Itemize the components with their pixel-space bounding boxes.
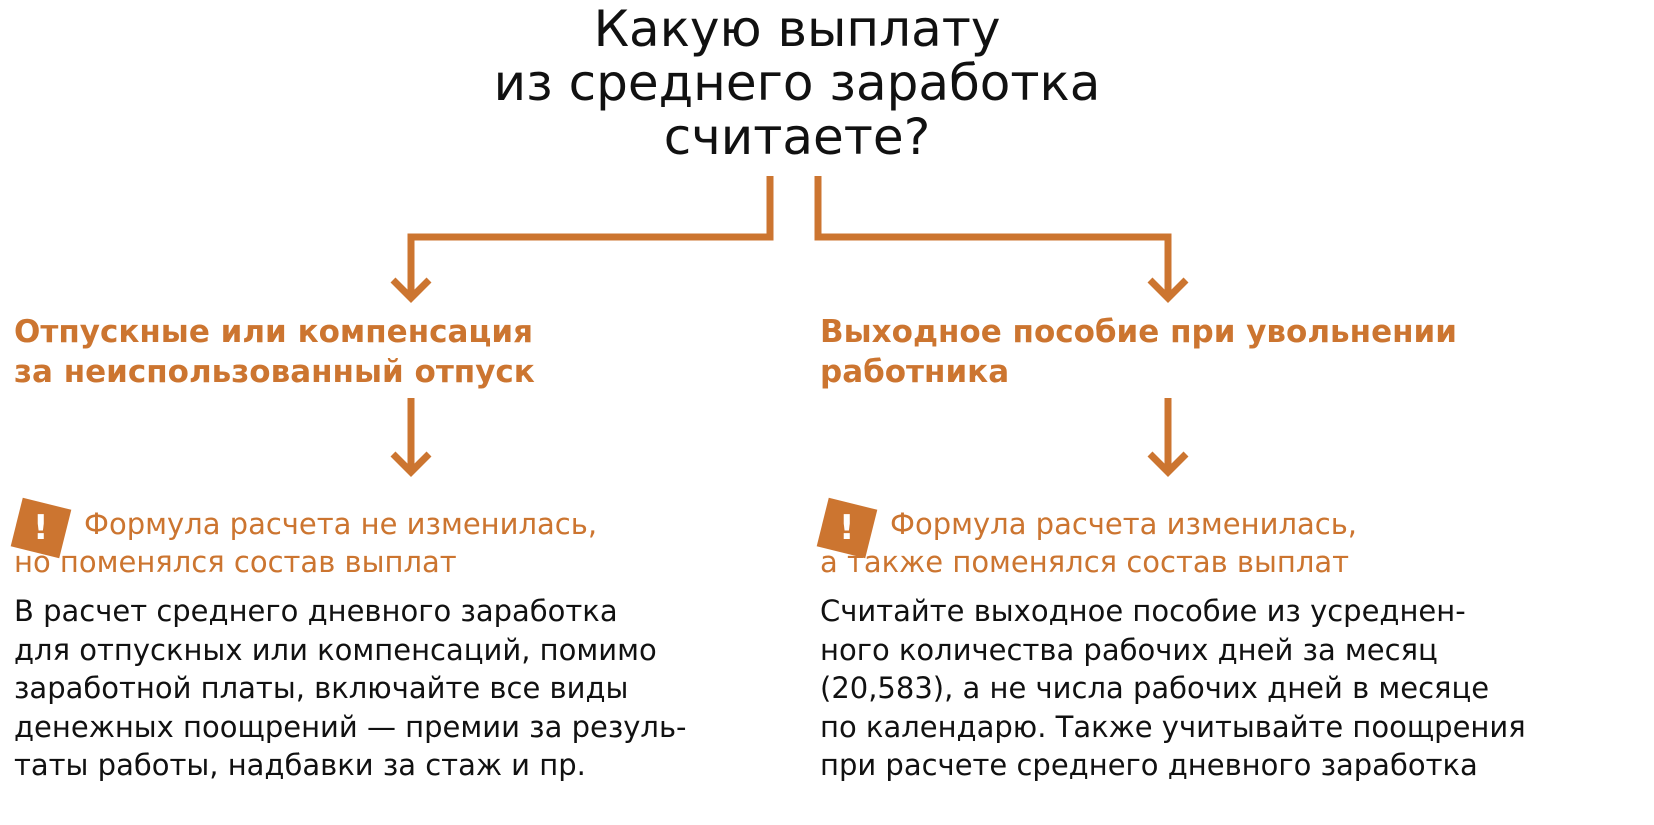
diagram-title: Какую выплату из среднего заработка счит… [0, 2, 1594, 164]
title-line: Какую выплату [593, 0, 1001, 58]
warning-line: но поменялся состав выплат [14, 545, 457, 579]
left-arrow-2-icon [390, 398, 432, 477]
left-branch-line [407, 176, 774, 298]
body-line: Считайте выходное пособие из усреднен- [820, 594, 1466, 628]
right-branch-line [814, 176, 1172, 298]
title-line: из среднего заработка [493, 54, 1101, 112]
heading-line: за неиспользованный отпуск [14, 354, 535, 390]
right-heading: Выходное пособие при увольнении работник… [820, 312, 1457, 392]
left-body: В расчет среднего дневного заработка для… [14, 592, 687, 785]
warning-line: Формула расчета изменилась, [890, 507, 1358, 541]
left-heading: Отпускные или компенсация за неиспользов… [14, 312, 535, 392]
title-line: считаете? [663, 108, 931, 166]
body-line: В расчет среднего дневного заработка [14, 594, 618, 628]
body-line: денежных поощрений — премии за резуль- [14, 709, 687, 744]
heading-line: Отпускные или компенсация [14, 314, 534, 350]
left-warning: ! Формула расчета не изменилась, но поме… [10, 497, 598, 581]
warning-line: Формула расчета не изменилась, [84, 507, 598, 541]
right-arrow-2-icon [1147, 398, 1189, 477]
body-line: заработной платы, включайте все виды [14, 671, 629, 705]
body-line: по календарю. Также учитывайте поощрения [820, 709, 1526, 744]
right-arrow-1-icon [1147, 277, 1189, 303]
heading-line: Выходное пособие при увольнении [820, 314, 1457, 350]
body-line: (20,583), а не числа рабочих дней в меся… [820, 671, 1490, 705]
right-body: Считайте выходное пособие из усреднен- н… [820, 592, 1526, 785]
body-line: при расчете среднего дневного заработка [820, 748, 1478, 782]
warning-line: а также поменялся состав выплат [820, 545, 1350, 579]
body-line: ного количества рабочих дней за месяц [820, 632, 1438, 667]
body-line: таты работы, надбавки за стаж и пр. [14, 748, 586, 782]
right-warning: ! Формула расчета изменилась, а также по… [816, 497, 1358, 581]
body-line: для отпускных или компенсаций, помимо [14, 632, 657, 667]
left-arrow-1-icon [390, 277, 432, 303]
heading-line: работника [820, 354, 1010, 390]
